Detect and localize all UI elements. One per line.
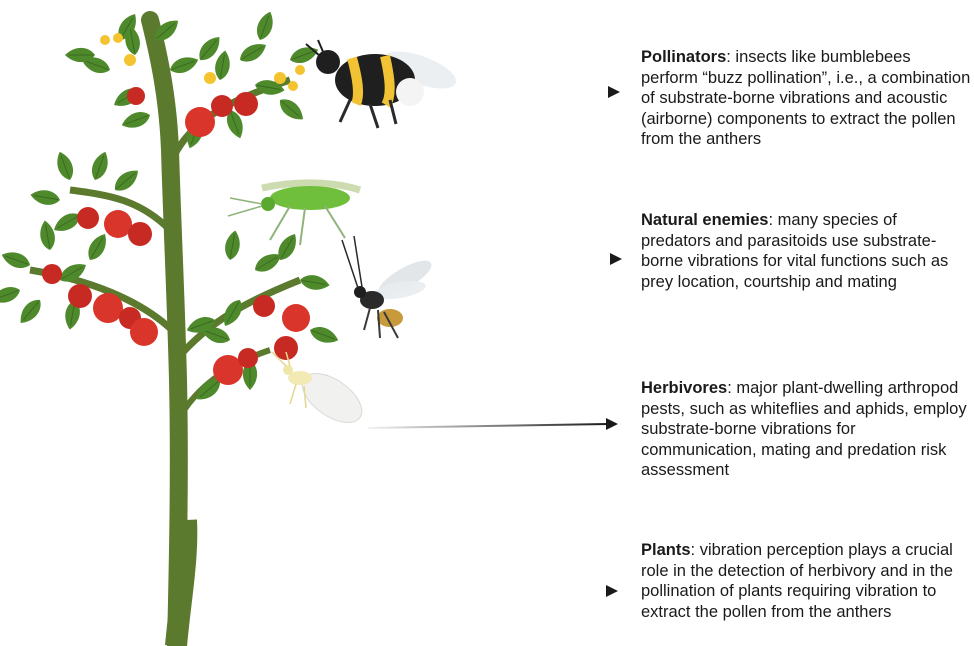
annotation-heading-natural-enemies: Natural enemies bbox=[641, 211, 768, 229]
arrow-plants bbox=[228, 585, 618, 597]
bumblebee-illustration bbox=[306, 40, 460, 128]
annotation-plants: Plants: vibration perception plays a cru… bbox=[641, 540, 971, 622]
whitefly-illustration bbox=[272, 352, 370, 432]
annotation-heading-herbivores: Herbivores bbox=[641, 379, 727, 397]
annotation-herbivores: Herbivores: major plant-dwelling arthrop… bbox=[641, 378, 971, 481]
arrow-pollinators bbox=[472, 86, 620, 98]
parasitoid-wasp-illustration bbox=[342, 236, 436, 338]
annotation-heading-plants: Plants bbox=[641, 541, 691, 559]
arrow-herbivores bbox=[368, 418, 618, 430]
tomato-plant bbox=[0, 9, 341, 646]
annotation-heading-pollinators: Pollinators bbox=[641, 48, 726, 66]
arrow-natural-enemies bbox=[360, 253, 622, 265]
tomato-cluster-left-upper bbox=[77, 207, 152, 246]
annotation-pollinators: Pollinators: insects like bumblebees per… bbox=[641, 47, 971, 150]
annotation-natural-enemies: Natural enemies: many species of predato… bbox=[641, 210, 971, 292]
